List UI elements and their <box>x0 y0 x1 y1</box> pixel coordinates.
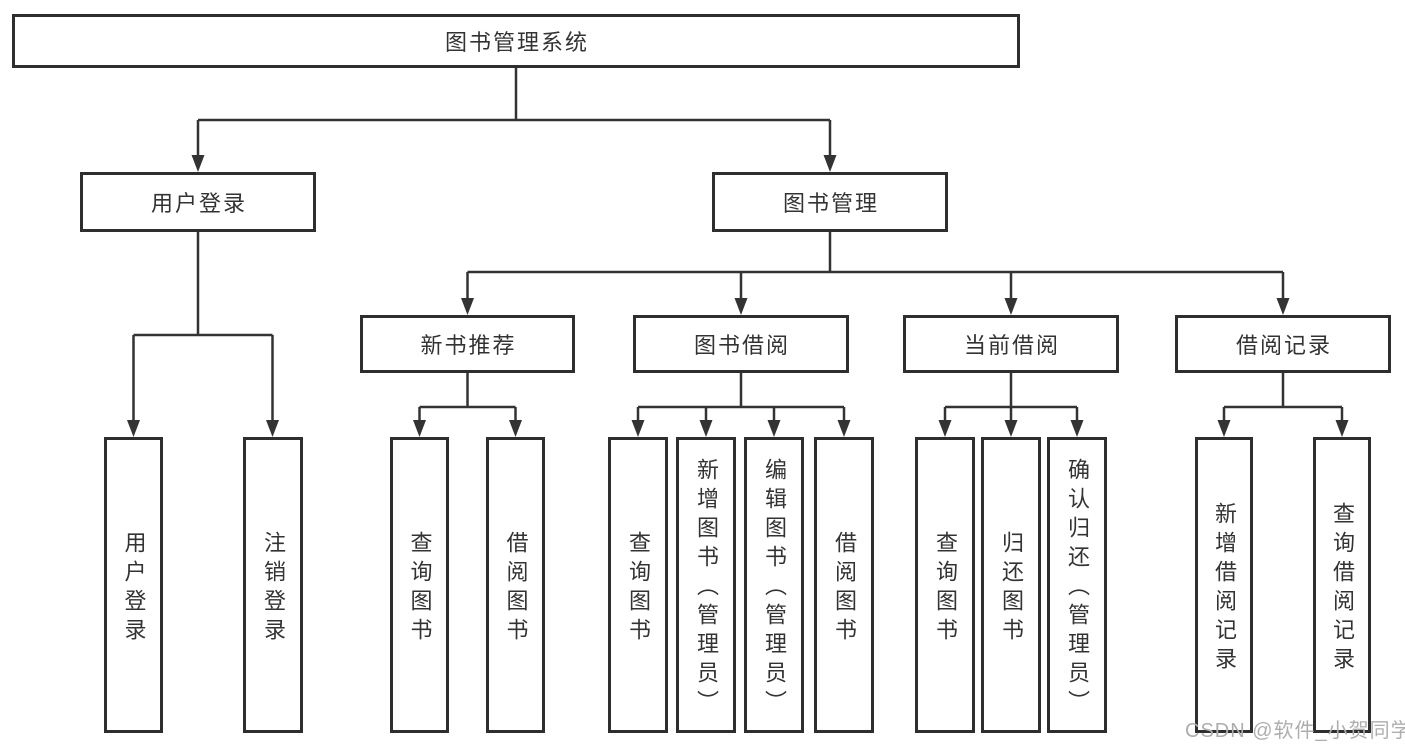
node-leaf-add-borrow-record: 新增借阅记录 <box>1195 437 1253 733</box>
node-label: 确认归还（管理员） <box>1065 458 1090 719</box>
node-label: 用户登录 <box>150 191 247 216</box>
node-label: 归还图书 <box>999 530 1024 647</box>
node-leaf-query-books-borrow: 查询图书 <box>608 437 668 733</box>
node-label: 图书管理 <box>782 191 879 216</box>
node-label: 查询图书 <box>933 530 958 647</box>
node-leaf-query-books-current: 查询图书 <box>915 437 975 733</box>
node-label: 借阅图书 <box>832 530 857 647</box>
node-label: 图书借阅 <box>693 333 790 358</box>
node-label: 借阅图书 <box>503 530 529 647</box>
node-leaf-query-borrow-record: 查询借阅记录 <box>1313 437 1371 733</box>
node-book-borrowing: 图书借阅 <box>633 315 849 373</box>
node-label: 注销登录 <box>261 530 286 647</box>
node-leaf-borrow-books-recommend: 借阅图书 <box>486 437 545 733</box>
node-label: 新书推荐 <box>420 333 517 358</box>
csdn-watermark: CSDN @软件_小贺同学 <box>1185 720 1405 742</box>
node-library-management-system: 图书管理系统 <box>12 14 1020 68</box>
node-leaf-borrow-books: 借阅图书 <box>814 437 874 733</box>
node-user-login: 用户登录 <box>80 172 316 232</box>
node-leaf-add-book-admin: 新增图书（管理员） <box>676 437 736 733</box>
node-leaf-return-book: 归还图书 <box>981 437 1041 733</box>
node-leaf-confirm-return-admin: 确认归还（管理员） <box>1047 437 1107 733</box>
node-label: 新增借阅记录 <box>1212 501 1237 676</box>
node-new-book-recommend: 新书推荐 <box>360 315 575 373</box>
node-label: 图书管理系统 <box>444 30 589 55</box>
node-leaf-edit-book-admin: 编辑图书（管理员） <box>744 437 804 733</box>
node-leaf-logout: 注销登录 <box>243 437 303 733</box>
arrowheads <box>127 155 1349 437</box>
node-leaf-query-books-recommend: 查询图书 <box>390 437 449 733</box>
node-label: 用户登录 <box>121 530 147 647</box>
node-current-borrowing: 当前借阅 <box>903 315 1119 373</box>
node-label: 编辑图书（管理员） <box>762 458 787 719</box>
node-borrowing-records: 借阅记录 <box>1175 315 1391 373</box>
node-label: 新增图书（管理员） <box>694 458 719 719</box>
node-label: 查询借阅记录 <box>1330 501 1355 676</box>
node-label: 当前借阅 <box>963 333 1060 358</box>
node-book-management: 图书管理 <box>712 172 948 232</box>
node-label: 查询图书 <box>407 530 433 647</box>
node-leaf-user-login: 用户登录 <box>104 437 163 733</box>
node-label: 查询图书 <box>626 530 651 647</box>
node-label: 借阅记录 <box>1235 333 1332 358</box>
